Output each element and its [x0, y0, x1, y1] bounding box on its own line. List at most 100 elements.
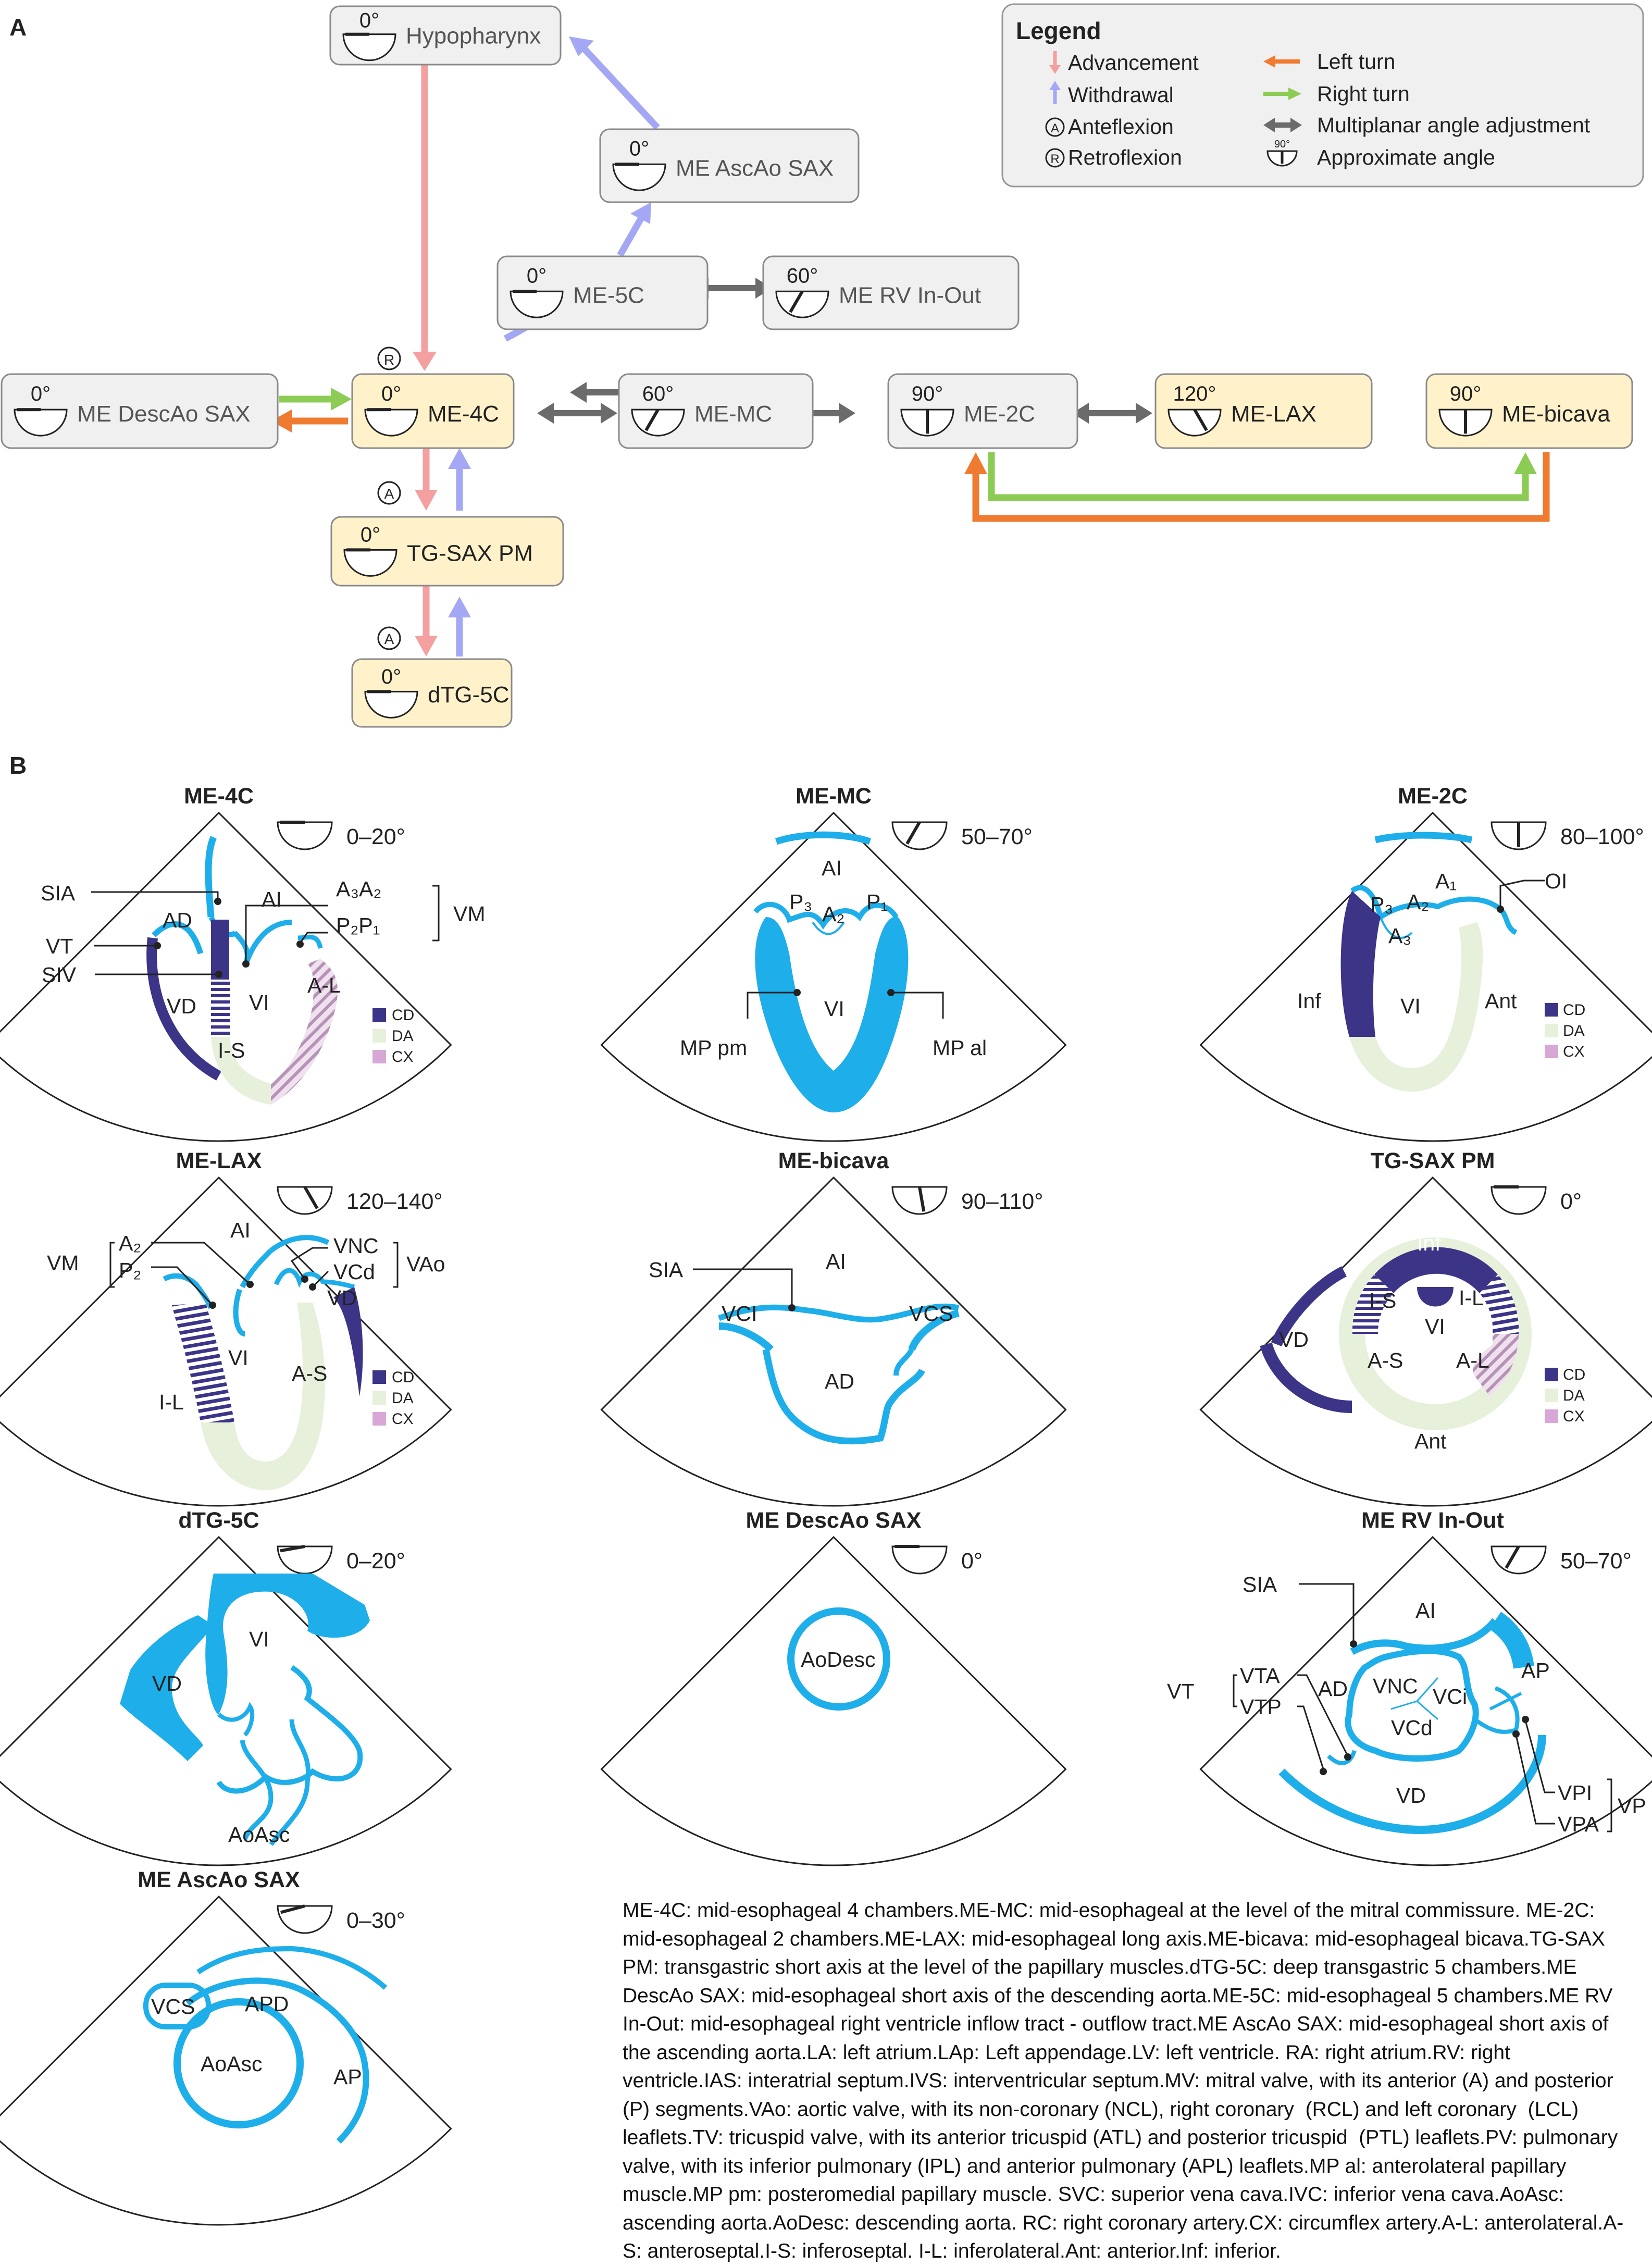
- panel-b-label: B: [9, 752, 27, 779]
- view-node-me4c: 0°ME-4C: [352, 374, 514, 448]
- view-angle-range: 0°: [961, 1549, 983, 1574]
- svg-text:CX: CX: [1563, 1408, 1585, 1425]
- svg-text:VP: VP: [1618, 1794, 1646, 1818]
- svg-text:AD: AD: [163, 908, 192, 932]
- node-label: ME-5C: [573, 283, 644, 308]
- view-node-tgsax: 0° TG-SAX PM: [331, 517, 563, 586]
- svg-text:VCi: VCi: [1433, 1685, 1467, 1708]
- abbreviations-text: ME-4C: mid-esophageal 4 chambers.ME-MC: …: [623, 1897, 1628, 2266]
- svg-text:VT: VT: [46, 934, 73, 958]
- node-angle: 60°: [642, 382, 674, 405]
- svg-text:VD: VD: [1279, 1328, 1309, 1352]
- svg-text:A: A: [1051, 121, 1059, 135]
- legend-multiplanar: Multiplanar angle adjustment: [1317, 113, 1591, 137]
- view-angle-range: 50–70°: [961, 824, 1033, 849]
- svg-text:VTA: VTA: [1240, 1664, 1280, 1688]
- view-title: ME-MC: [796, 784, 872, 809]
- svg-text:Inf: Inf: [1417, 1231, 1441, 1255]
- svg-text:AoDesc: AoDesc: [801, 1648, 876, 1671]
- right-turn-arrowhead: [1514, 452, 1537, 474]
- svg-text:A-L: A-L: [307, 973, 341, 997]
- view-title: ME DescAo SAX: [746, 1508, 922, 1533]
- svg-text:VD: VD: [167, 994, 196, 1018]
- svg-text:VCS: VCS: [909, 1302, 953, 1326]
- svg-text:MP al: MP al: [933, 1036, 987, 1060]
- node-angle: 60°: [787, 264, 818, 287]
- svg-text:SIV: SIV: [42, 963, 77, 987]
- svg-text:OI: OI: [1545, 869, 1567, 893]
- svg-text:VPI: VPI: [1558, 1781, 1592, 1805]
- svg-text:CD: CD: [1563, 1366, 1585, 1383]
- view-node-ascao: 0°ME AscAo SAX: [600, 129, 859, 202]
- svg-text:SIA: SIA: [649, 1258, 684, 1282]
- svg-text:AI: AI: [230, 1218, 251, 1242]
- node-angle: 90°: [1450, 382, 1482, 405]
- view-node-hypo: 0° Hypopharynx: [330, 6, 561, 65]
- ivs-cd: [211, 920, 229, 980]
- ivs-hatched: [211, 980, 230, 1037]
- view-angle-range: 0°: [1560, 1189, 1582, 1214]
- svg-text:AI: AI: [1415, 1599, 1436, 1623]
- multiplanar-arrow: [537, 403, 617, 424]
- view-title: ME AscAo SAX: [138, 1867, 300, 1892]
- svg-text:VCd: VCd: [1391, 1716, 1433, 1740]
- svg-text:I-L: I-L: [159, 1390, 184, 1414]
- svg-text:I-L: I-L: [1459, 1286, 1484, 1310]
- node-angle: 0°: [359, 9, 379, 32]
- view-node-me2c: 90°ME-2C: [888, 374, 1077, 448]
- node-angle: 0°: [361, 524, 380, 547]
- view-title: dTG-5C: [178, 1508, 259, 1533]
- withdrawal-arrowhead: [448, 448, 471, 469]
- view-title: TG-SAX PM: [1371, 1148, 1495, 1173]
- svg-text:VPA: VPA: [1558, 1812, 1599, 1836]
- node-label: ME-bicava: [1502, 401, 1610, 427]
- svg-text:VCS: VCS: [151, 1995, 195, 2019]
- withdrawal-arrow: [620, 219, 641, 255]
- svg-text:SIA: SIA: [1243, 1572, 1277, 1596]
- svg-text:VCI: VCI: [722, 1302, 757, 1326]
- svg-text:VM: VM: [453, 902, 486, 926]
- legend-approx-angle: Approximate angle: [1317, 145, 1495, 169]
- node-label: ME-4C: [428, 401, 499, 427]
- left-turn-loop: [976, 452, 1546, 518]
- view-node-melax: 120°ME-LAX: [1156, 374, 1372, 448]
- multiplanar-arrow: [1072, 403, 1152, 424]
- svg-text:90°: 90°: [1274, 139, 1290, 150]
- advancement-arrowhead: [415, 636, 438, 657]
- svg-text:VD: VD: [327, 1286, 357, 1310]
- svg-text:VI: VI: [824, 997, 844, 1021]
- node-label: Hypopharynx: [406, 23, 541, 49]
- svg-text:VT: VT: [1167, 1679, 1194, 1703]
- withdrawal-arrow: [583, 48, 657, 128]
- svg-text:P₁: P₁: [866, 890, 888, 914]
- view-title: ME RV In-Out: [1361, 1508, 1504, 1533]
- view-node-bicava: 90° ME-bicava: [1426, 374, 1632, 448]
- svg-text:CD: CD: [392, 1369, 414, 1386]
- node-angle: 0°: [527, 264, 546, 287]
- svg-text:Inf: Inf: [1297, 989, 1321, 1013]
- view-angle-range: 0–20°: [346, 1549, 405, 1574]
- svg-text:I-S: I-S: [1369, 1289, 1396, 1312]
- node-label: TG-SAX PM: [407, 540, 533, 566]
- view-node-desc: 0°ME DescAo SAX: [2, 374, 278, 448]
- legend-title: Legend: [1016, 17, 1101, 44]
- view-title: ME-LAX: [176, 1148, 262, 1173]
- node-angle: 120°: [1173, 382, 1216, 405]
- view-node-me5c: 0° ME-5C: [498, 256, 707, 329]
- view-title: ME-2C: [1398, 784, 1468, 809]
- right-turn-arrowhead: [331, 388, 352, 411]
- svg-text:VAo: VAo: [406, 1252, 445, 1276]
- panel-a-label: A: [9, 14, 27, 41]
- node-angle: 0°: [381, 665, 401, 688]
- svg-text:DA: DA: [392, 1390, 414, 1407]
- svg-text:A-S: A-S: [292, 1361, 327, 1385]
- svg-text:VI: VI: [249, 990, 269, 1014]
- svg-text:AoAsc: AoAsc: [228, 1823, 290, 1847]
- svg-text:CD: CD: [392, 1007, 414, 1024]
- svg-text:CX: CX: [392, 1048, 414, 1066]
- svg-text:P₃: P₃: [789, 890, 812, 914]
- svg-text:VM: VM: [47, 1251, 79, 1275]
- svg-text:AP: AP: [1521, 1658, 1550, 1682]
- svg-text:VCd: VCd: [333, 1260, 375, 1284]
